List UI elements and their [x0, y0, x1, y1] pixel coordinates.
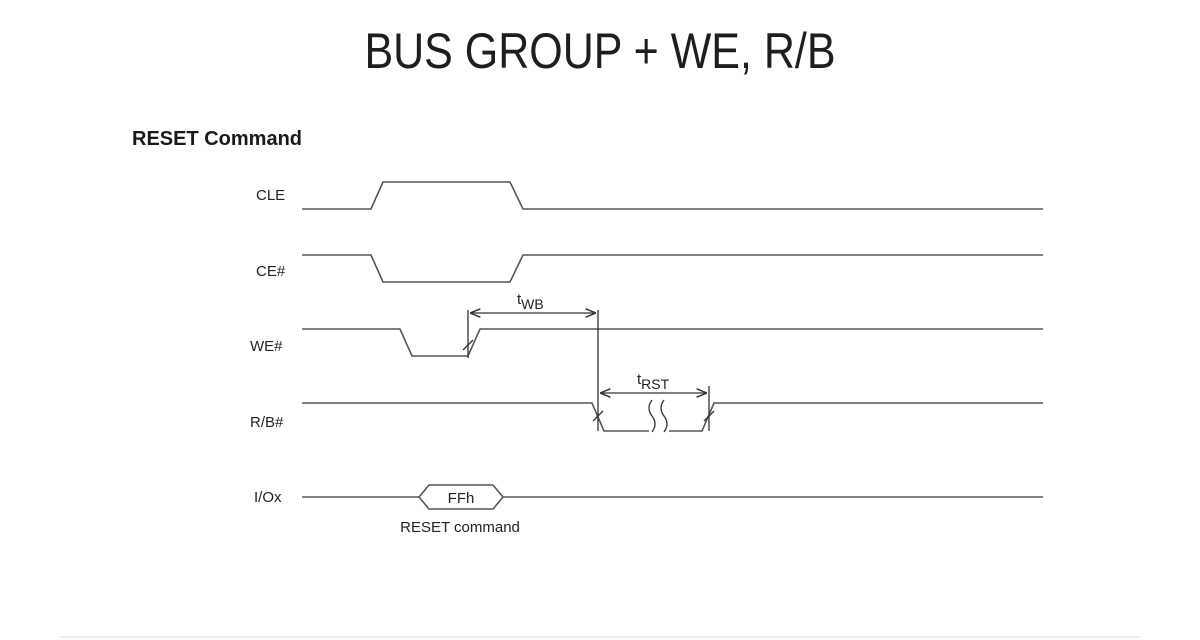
- signal-label-rb: R/B#: [250, 414, 284, 431]
- rb-waveform-end: [669, 402, 1043, 432]
- rb-break-mark-2: [660, 399, 668, 433]
- we-waveform: [302, 328, 1043, 357]
- signal-label-cle: CLE: [256, 187, 285, 204]
- io-bus-caption: RESET command: [400, 519, 520, 536]
- rb-break-mark-1: [648, 399, 656, 433]
- signal-label-ce: CE#: [256, 263, 286, 280]
- trst-end-tick: [703, 410, 715, 422]
- io-bus-value-label: FFh: [448, 490, 475, 507]
- diagram-heading: RESET Command: [132, 128, 303, 150]
- twb-tick: [462, 339, 474, 351]
- trst-start-tick: [592, 410, 604, 422]
- ce-waveform: [302, 254, 1043, 283]
- cle-waveform: [302, 181, 1043, 210]
- signal-label-we: WE#: [250, 338, 283, 355]
- twb-label: tWB: [517, 291, 544, 312]
- signal-label-io: I/Ox: [254, 489, 282, 506]
- bottom-rule: [60, 636, 1140, 638]
- slide-title: BUS GROUP + WE, R/B: [364, 23, 836, 79]
- trst-label: tRST: [637, 371, 670, 392]
